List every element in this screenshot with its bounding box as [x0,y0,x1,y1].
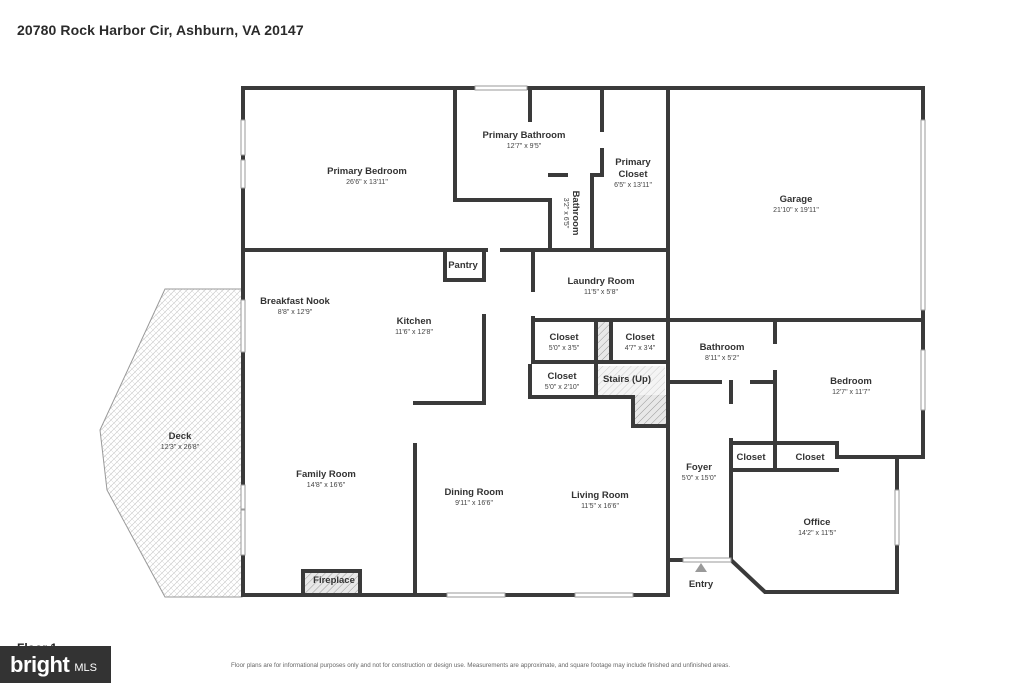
entry-label: Entry [689,579,714,590]
closet-c-name: Closet [547,371,577,382]
foyer-dim: 5'0" x 15'0" [682,475,717,482]
bathroom-main-name: Bathroom [700,342,745,353]
small-bathroom-name: Bathroom [570,191,581,236]
logo-brand: bright [10,651,70,677]
laundry-room-dim: 11'5" x 5'8" [584,289,618,296]
deck-name: Deck [169,431,192,442]
listing-address: 20780 Rock Harbor Cir, Ashburn, VA 20147 [17,22,304,38]
closet-a-name: Closet [549,332,579,343]
primary-bedroom-name: Primary Bedroom [327,166,407,177]
primary-bathroom-dim: 12'7" x 9'5" [507,143,542,150]
breakfast-nook-dim: 8'8" x 12'9" [278,309,313,316]
entry-arrow-icon [695,563,707,572]
primary-closet-name-2: Closet [618,169,648,180]
windows [240,85,926,598]
primary-closet-dim: 6'5" x 13'11" [614,182,652,189]
closet-e-name: Closet [795,452,825,463]
small-bathroom-dim: 3'2" x 6'5" [562,198,569,229]
pantry-name: Pantry [448,260,478,271]
closet-d-name: Closet [736,452,766,463]
closet-hatch [597,322,611,362]
fireplace-name: Fireplace [313,575,355,586]
living-room-name: Living Room [571,490,629,501]
dining-room-dim: 9'11" x 16'6" [455,500,493,507]
bright-mls-logo: bright MLS [0,646,111,683]
fireplace-hatch [303,571,360,593]
laundry-room-name: Laundry Room [567,276,634,287]
closet-c-dim: 5'0" x 2'10" [545,384,580,391]
breakfast-nook-name: Breakfast Nook [260,296,330,307]
kitchen-name: Kitchen [397,316,432,327]
bedroom-dim: 12'7" x 11'7" [832,389,870,396]
family-room-name: Family Room [296,469,356,480]
family-room-dim: 14'8" x 16'6" [307,482,346,489]
office-dim: 14'2" x 11'5" [798,530,836,537]
primary-closet-name-1: Primary [615,157,651,168]
kitchen-dim: 11'6" x 12'8" [395,329,433,336]
stairs-name: Stairs (Up) [603,374,651,385]
bedroom-name: Bedroom [830,376,872,387]
stairs-hatch [633,395,666,426]
primary-bathroom-name: Primary Bathroom [483,130,566,141]
garage-dim: 21'10" x 19'11" [773,207,819,214]
closet-b-name: Closet [625,332,655,343]
deck-dim: 12'3" x 26'8" [161,444,200,451]
logo-suffix: MLS [74,661,97,674]
closet-b-dim: 4'7" x 3'4" [625,345,656,352]
office-name: Office [804,517,831,528]
dining-room-name: Dining Room [444,487,503,498]
deck-area [99,288,243,598]
disclaimer-text: Floor plans are for informational purpos… [231,662,731,669]
bathroom-main-dim: 8'11" x 5'2" [705,355,739,362]
garage-name: Garage [780,194,813,205]
closet-a-dim: 5'0" x 3'5" [549,345,580,352]
stairs-hatch-2 [597,366,665,396]
primary-bedroom-dim: 26'6" x 13'11" [346,179,388,186]
foyer-name: Foyer [686,462,712,473]
living-room-dim: 11'5" x 16'6" [581,503,619,510]
